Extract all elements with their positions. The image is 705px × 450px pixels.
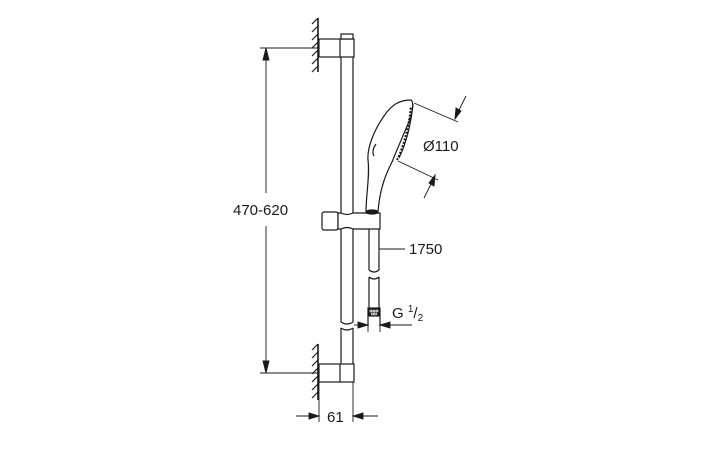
rail-height-dimension — [260, 47, 318, 374]
shower-hose — [367, 229, 381, 326]
connection-denominator: 2 — [417, 313, 424, 324]
top-wall-hatch — [311, 17, 319, 73]
connection-slash: / — [413, 305, 418, 322]
connection-numerator: 1 — [407, 304, 414, 315]
head-diameter-label: Ø110 — [423, 138, 459, 155]
top-wall-bracket — [318, 33, 355, 58]
hand-shower — [365, 99, 414, 215]
connection-label: G 1/2 — [392, 304, 424, 324]
connection-dimension — [354, 316, 412, 332]
rail-height-label: 470-620 — [233, 202, 289, 219]
bottom-wall-hatch — [311, 343, 319, 400]
wall-projection-label: 61 — [327, 409, 344, 426]
head-diameter-dimension — [397, 95, 467, 199]
wall-projection-dimension — [296, 382, 378, 422]
shower-rail — [340, 57, 354, 366]
bottom-wall-bracket — [318, 363, 355, 383]
rail-slider — [321, 211, 381, 231]
connection-prefix: G — [392, 305, 404, 322]
hose-length-label: 1750 — [409, 241, 443, 258]
